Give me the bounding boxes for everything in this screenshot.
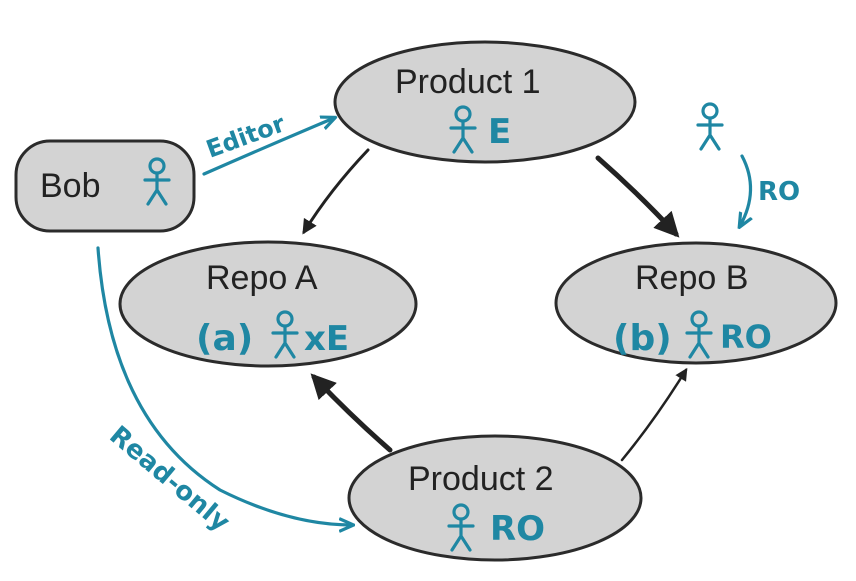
node-repo-b-tag: (b)	[613, 318, 672, 359]
arrow-bob-to-product1	[202, 118, 334, 176]
arrow-product2-to-repo-a	[310, 373, 393, 453]
node-repo-a-perm: xE	[304, 319, 349, 359]
arrow-product1-to-repo-b	[595, 155, 680, 238]
node-repo-a-tag: (a)	[196, 318, 253, 359]
arrow-product1-to-repo-a	[302, 148, 370, 235]
node-product-1-title: Product 1	[395, 63, 541, 101]
node-repo-b-title: Repo B	[635, 259, 748, 297]
arrow-bob-to-product2	[96, 246, 352, 525]
arrow-product2-to-repo-b	[620, 367, 688, 462]
node-product-1-perm: E	[488, 112, 511, 152]
arrow-user-to-repo-b	[740, 154, 751, 226]
edge-label-read-only: Read-only	[104, 420, 236, 537]
node-product-2-perm: RO	[490, 509, 545, 549]
edge-label-ro: RO	[758, 177, 800, 207]
node-product-2: Product 2 RO	[347, 434, 643, 562]
person-icon	[696, 102, 724, 151]
node-bob-title: Bob	[40, 167, 101, 205]
node-repo-b-perm: RO	[720, 318, 772, 356]
node-product-2-title: Product 2	[408, 460, 554, 498]
node-bob: Bob	[14, 139, 196, 233]
node-product-1: Product 1 E	[333, 40, 637, 164]
node-repo-a-title: Repo A	[206, 259, 318, 297]
node-repo-b: Repo B (b) RO	[554, 241, 838, 365]
node-repo-a: Repo A (a) xE	[118, 240, 418, 368]
